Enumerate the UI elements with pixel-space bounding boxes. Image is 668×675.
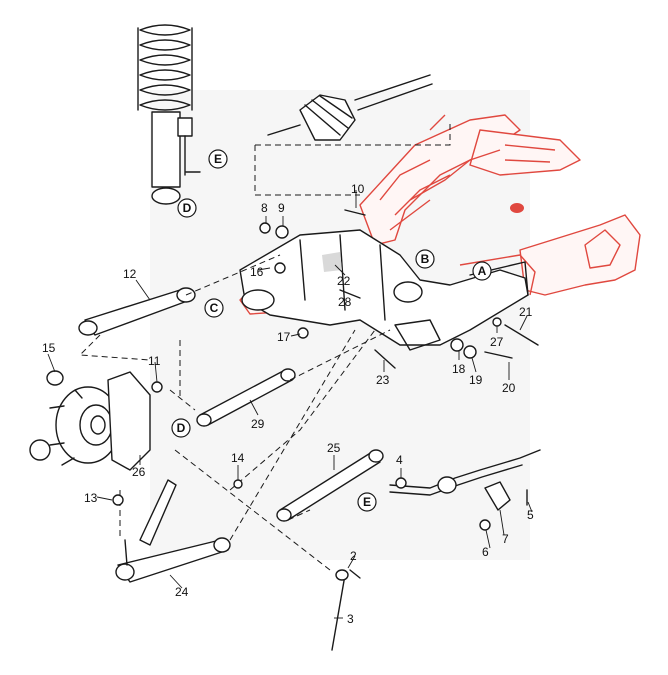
highlighted-subframe — [239, 114, 641, 315]
part-number-labels: 2 3 4 5 6 7 8 9 10 11 12 13 14 15 16 17 … — [42, 182, 534, 626]
part-27: 27 — [490, 335, 504, 349]
part-23: 23 — [376, 373, 390, 387]
part-10: 10 — [351, 182, 365, 196]
part-24: 24 — [175, 585, 189, 599]
part-21: 21 — [519, 305, 533, 319]
svg-text:E: E — [363, 495, 371, 509]
part-7: 7 — [502, 532, 509, 546]
callout-d-upper: D — [177, 198, 197, 218]
coil-spring-strut — [137, 24, 201, 205]
part-8: 8 — [261, 201, 268, 215]
svg-text:C: C — [210, 301, 219, 315]
part-2: 2 — [350, 549, 357, 563]
part-6: 6 — [482, 545, 489, 559]
part-22: 22 — [337, 274, 351, 288]
part-4: 4 — [396, 453, 403, 467]
callout-a: A — [472, 261, 492, 281]
part-17: 17 — [277, 330, 291, 344]
part-3: 3 — [347, 612, 354, 626]
part-16: 16 — [250, 265, 264, 279]
part-20: 20 — [502, 381, 516, 395]
stabiliser-bar — [389, 449, 541, 531]
svg-text:E: E — [214, 152, 222, 166]
svg-text:D: D — [177, 421, 186, 435]
part-19: 19 — [469, 373, 483, 387]
drive-shaft — [254, 74, 451, 196]
callout-d-lower: D — [171, 418, 191, 438]
svg-text:D: D — [183, 201, 192, 215]
svg-text:B: B — [421, 252, 430, 266]
leader-lines — [47, 190, 533, 619]
part-13: 13 — [84, 491, 98, 505]
callout-c: C — [204, 298, 224, 318]
part-28: 28 — [338, 295, 352, 309]
part-11: 11 — [148, 354, 161, 368]
callout-e-upper: E — [208, 149, 228, 169]
svg-text:A: A — [478, 264, 487, 278]
part-15: 15 — [42, 341, 56, 355]
callout-e-lower: E — [357, 492, 377, 512]
part-12: 12 — [123, 267, 137, 281]
link-rod — [331, 569, 361, 651]
callout-b: B — [415, 249, 435, 269]
part-18: 18 — [452, 362, 466, 376]
callout-letters: A B C D D E E — [171, 149, 492, 512]
part-26: 26 — [132, 465, 146, 479]
part-29: 29 — [251, 417, 265, 431]
wheel-hub-carrier — [29, 370, 151, 471]
part-25: 25 — [327, 441, 341, 455]
rear-axle-crossmember — [239, 229, 529, 351]
fasteners — [112, 209, 539, 506]
assembly-lines — [78, 254, 391, 571]
part-9: 9 — [278, 201, 285, 215]
control-arms — [78, 287, 384, 583]
part-5: 5 — [527, 508, 534, 522]
part-14: 14 — [231, 451, 245, 465]
